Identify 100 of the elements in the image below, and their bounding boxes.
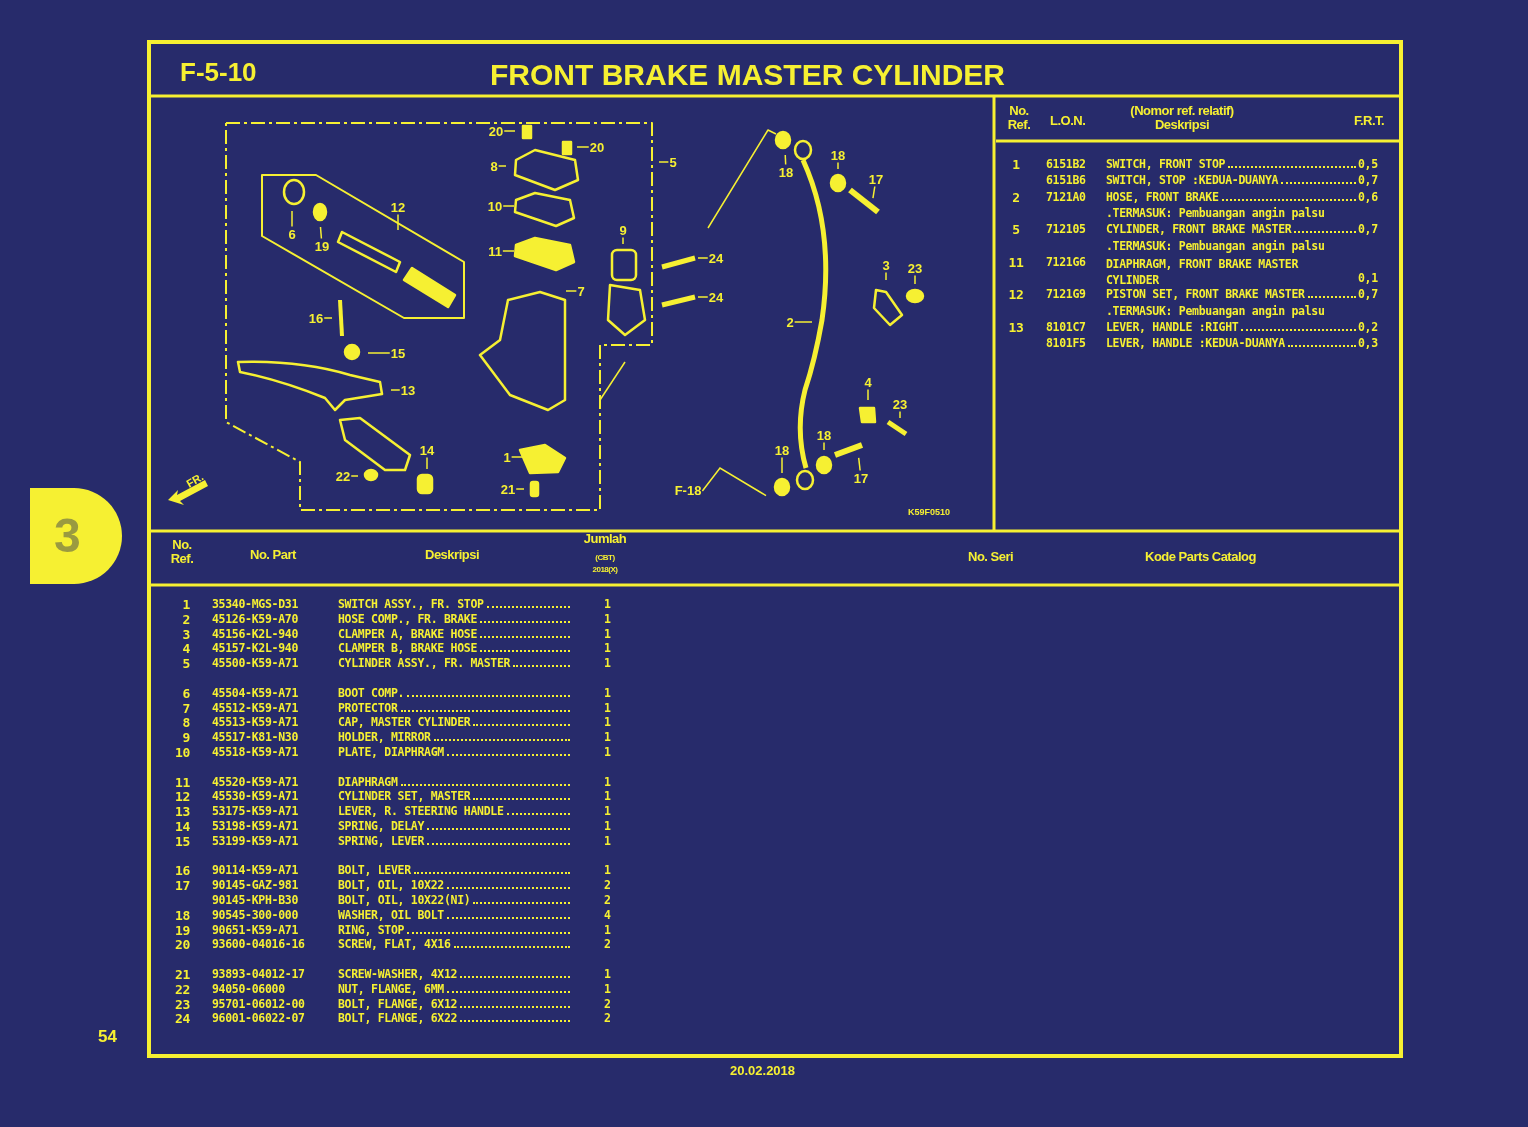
date: 20.02.2018 [730, 1064, 796, 1079]
quantity: 1 [604, 834, 611, 848]
part-description: BOLT, FLANGE, 6X12 [338, 997, 570, 1011]
part-number: 94050-06000 [212, 982, 285, 996]
table-note: .TERMASUK: Pembuangan angin palsu [1106, 304, 1325, 318]
part-description: SWITCH, STOP :KEDUA-DUANYA [1106, 174, 1356, 187]
part-description: SWITCH ASSY., FR. STOP [338, 598, 570, 611]
part-description: CYLINDER, FRONT BRAKE MASTER [1106, 223, 1356, 236]
part-number: 90145-KPH-B30 [212, 894, 299, 907]
callout-number: 13 [399, 382, 417, 398]
ref-number: 8 [181, 716, 190, 731]
part-description: PISTON SET, FRONT BRAKE MASTER [1106, 288, 1356, 302]
ref-number: 3 [181, 627, 190, 642]
part-number: 45513-K59-A71 [212, 716, 299, 730]
ref-number: 16 [173, 864, 190, 879]
leader-line [899, 410, 901, 419]
part-code: 7121A0 [1046, 190, 1086, 204]
callout-number: 1 [502, 449, 512, 465]
leader-line [367, 352, 391, 354]
ref-number: 6 [181, 686, 190, 702]
callout-number: 6 [287, 226, 297, 242]
part-description: SCREW, FLAT, 4X16 [338, 938, 570, 952]
part-description: HOSE COMP., FR. BRAKE [338, 612, 570, 626]
part-number: 53199-K59-A71 [212, 834, 299, 848]
leader-line [576, 146, 590, 148]
callout-number: 5 [668, 154, 678, 170]
leader-line [390, 389, 401, 391]
table-note: .TERMASUK: Pembuangan angin palsu [1106, 239, 1325, 253]
part-description: BOOT COMP. [338, 686, 570, 700]
part-number: 90651-K59-A71 [212, 923, 299, 937]
ref-number: 23 [173, 997, 190, 1012]
frt-value: 0,7 [1358, 223, 1378, 236]
part-description: BOLT, FLANGE, 6X22 [338, 1012, 570, 1026]
part-number: 45520-K59-A71 [212, 775, 299, 789]
part-number: 53198-K59-A71 [212, 820, 299, 833]
quantity: 2 [604, 938, 611, 952]
leader-line [701, 467, 767, 497]
leader-line [565, 290, 578, 292]
part-description: SCREW-WASHER, 4X12 [338, 968, 570, 981]
leader-line [426, 456, 428, 470]
callout-number: 4 [863, 374, 873, 390]
quantity: 1 [604, 627, 611, 641]
column-header: (CBT) [594, 554, 616, 563]
part-number: 45517-K81-N30 [212, 731, 299, 744]
quantity: 1 [604, 746, 611, 759]
quantity: 1 [604, 598, 611, 611]
quantity: 2 [604, 879, 611, 892]
part-description: WASHER, OIL BOLT [338, 908, 570, 922]
part-description: HOLDER, MIRROR [338, 731, 570, 744]
direction-label: FR. [184, 470, 206, 490]
ref-number: 14 [173, 820, 190, 835]
part-description: BOLT, OIL, 10X22(NI) [338, 894, 570, 907]
column-header: No. Seri [968, 550, 1014, 565]
ref-number: 9 [181, 731, 190, 746]
part-number: 90545-300-000 [212, 908, 299, 922]
frt-value: 0,7 [1358, 288, 1378, 302]
part-description: LEVER, HANDLE :KEDUA-DUANYA [1106, 337, 1356, 350]
leader-line [319, 226, 323, 240]
part-description: DIAPHRAGM, FRONT BRAKE MASTER CYLINDER [1106, 255, 1300, 289]
leader-line [323, 317, 333, 319]
ref-number: 11 [1007, 255, 1025, 271]
part-code: 7121G6 [1046, 255, 1086, 269]
callout-number: 20 [487, 123, 505, 139]
callout-number: 24 [707, 289, 725, 305]
ref-number: 10 [173, 746, 190, 761]
column-header: (Nomor ref. relatif) Deskripsi [1129, 104, 1235, 133]
leader-line [503, 130, 516, 132]
leader-line [515, 488, 525, 490]
quantity: 1 [604, 716, 611, 730]
column-header: L.O.N. [1050, 114, 1086, 129]
callout-number: 3 [881, 257, 891, 273]
part-description: SPRING, LEVER [338, 834, 570, 848]
callout-number: 2 [785, 314, 795, 330]
frt-value: 0,7 [1358, 174, 1378, 187]
part-description: PLATE, DIAPHRAGM [338, 746, 570, 759]
leader-line [497, 165, 507, 167]
callout-number: 16 [307, 310, 325, 326]
part-number: 45518-K59-A71 [212, 746, 299, 759]
part-code: 6151B2 [1046, 158, 1086, 171]
ref-number: 2 [181, 612, 190, 628]
part-description: SPRING, DELAY [338, 820, 570, 833]
part-number: 95701-06012-00 [212, 997, 305, 1011]
ref-number: 12 [1007, 288, 1025, 303]
part-description: PROTECTOR [338, 701, 570, 715]
ref-number: 24 [173, 1012, 190, 1027]
quantity: 1 [604, 731, 611, 744]
ref-number: 11 [173, 775, 190, 790]
leader-line [872, 185, 876, 199]
quantity: 1 [604, 701, 611, 715]
quantity: 2 [604, 997, 611, 1011]
column-header: No. Ref. [1006, 104, 1032, 133]
page-title: FRONT BRAKE MASTER CYLINDER [490, 58, 1005, 91]
ref-number: 13 [1007, 321, 1025, 336]
frt-value: 0,3 [1358, 337, 1378, 350]
leader-line [914, 274, 916, 285]
part-description: SWITCH, FRONT STOP [1106, 158, 1356, 171]
part-number: 45504-K59-A71 [212, 686, 299, 700]
leader-line [502, 205, 515, 207]
quantity: 1 [604, 657, 611, 670]
leader-line [784, 154, 787, 166]
